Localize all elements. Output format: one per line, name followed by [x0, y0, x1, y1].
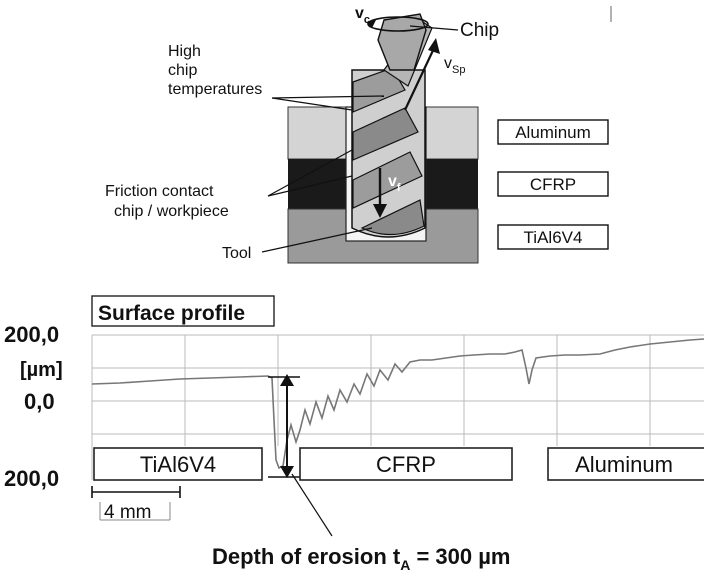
- drilling-diagram: vc Chip High chip temperatures vSp vf Fr…: [105, 5, 612, 264]
- vf-label: vf: [388, 173, 401, 194]
- layer-label-tial6v4: TiAl6V4: [524, 228, 583, 247]
- erosion-depth-caption: Depth of erosion tA = 300 µm: [212, 544, 510, 573]
- chip-label: Chip: [460, 20, 499, 41]
- chip: [377, 13, 427, 71]
- friction-contact-label: Friction contact chip / workpiece: [105, 183, 229, 220]
- scale-bar-label: 4 mm: [104, 502, 152, 523]
- surface-profile-title: Surface profile: [98, 302, 245, 325]
- material-tial6v4: TiAl6V4: [140, 452, 216, 477]
- profile-grid: [91, 334, 704, 480]
- material-aluminum: Aluminum: [575, 452, 673, 477]
- vsp-label: vSp: [444, 55, 465, 76]
- layer-label-cfrp: CFRP: [530, 175, 576, 194]
- surface-profile-plot: Surface profile 200,0 [µm] 0,0 200,0 TiA…: [4, 295, 704, 573]
- y-unit: [µm]: [20, 359, 63, 381]
- leader-lines: [261, 25, 459, 253]
- y-tick-bottom: 200,0: [4, 466, 59, 491]
- high-chip-temp-label: High chip temperatures: [168, 43, 262, 98]
- material-cfrp: CFRP: [376, 452, 436, 477]
- y-tick-top: 200,0: [4, 322, 59, 347]
- tool-label: Tool: [222, 245, 251, 262]
- y-tick-zero: 0,0: [24, 389, 55, 414]
- layer-label-aluminum: Aluminum: [515, 123, 591, 142]
- surface-profile-line: [91, 338, 704, 470]
- vc-label: vc: [355, 5, 370, 26]
